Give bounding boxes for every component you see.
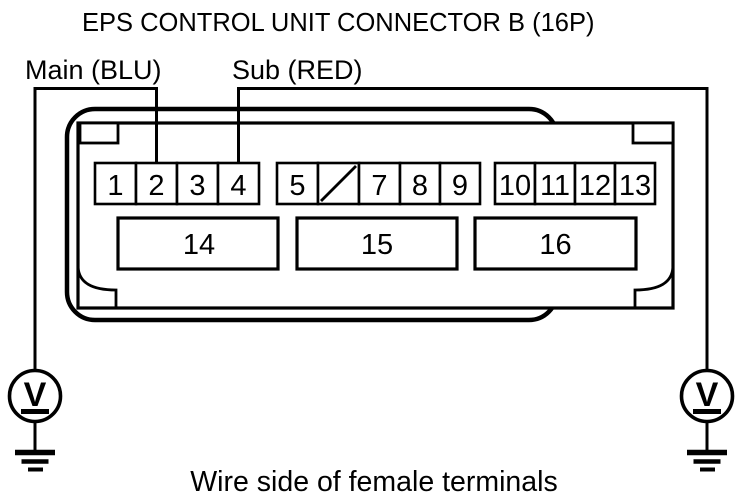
terminal-row: 14 15 16 xyxy=(116,216,638,271)
connector-housing xyxy=(76,121,675,310)
pin-cell-11 xyxy=(533,161,577,206)
pin-number-9: 9 xyxy=(452,170,468,202)
main-probe-label: Main (BLU) xyxy=(25,55,162,85)
right-ground-symbol xyxy=(687,421,727,472)
pin-group-3: 10 11 12 13 xyxy=(493,161,657,206)
left-voltmeter: V xyxy=(7,368,63,424)
sub-probe-label: Sub (RED) xyxy=(232,55,363,85)
top-left-notch xyxy=(78,121,120,145)
terminal-cell-14 xyxy=(116,216,280,271)
right-voltmeter: V xyxy=(679,368,735,424)
pin-group-1: 1 2 3 4 xyxy=(93,161,261,206)
pin-number-13: 13 xyxy=(619,170,651,202)
pin-number-12: 12 xyxy=(579,170,611,202)
pin-number-7: 7 xyxy=(371,170,387,202)
voltmeter-v-symbol: V xyxy=(696,376,719,414)
main-probe-wire xyxy=(33,87,158,371)
pin-number-8: 8 xyxy=(412,170,428,202)
pin-cell-7 xyxy=(357,161,402,206)
terminal-number-15: 15 xyxy=(361,229,393,261)
terminal-cell-16 xyxy=(473,216,638,271)
page-title: EPS CONTROL UNIT CONNECTOR B (16P) xyxy=(82,9,594,37)
caption: Wire side of female terminals xyxy=(190,466,557,498)
pin-cell-12 xyxy=(573,161,617,206)
pin-cell-5 xyxy=(275,161,320,206)
pin-number-10: 10 xyxy=(499,170,531,202)
pin-number-2: 2 xyxy=(148,170,164,202)
pin-number-5: 5 xyxy=(289,170,305,202)
terminal-cell-15 xyxy=(295,216,459,271)
pin-number-11: 11 xyxy=(540,170,570,202)
terminal-number-16: 16 xyxy=(539,229,571,261)
pin-cell-3 xyxy=(175,161,220,206)
pin-cell-9 xyxy=(438,161,482,206)
bottom-left-notch xyxy=(76,266,118,308)
terminal-number-14: 14 xyxy=(183,229,215,261)
voltmeter-v-symbol: V xyxy=(24,376,47,414)
pin-number-1: 1 xyxy=(107,170,123,202)
sub-probe-wire xyxy=(237,87,709,371)
left-ground-symbol xyxy=(15,421,55,472)
top-right-notch xyxy=(631,121,675,145)
pin-cell-13 xyxy=(613,161,657,206)
pin-group-2: 5 7 8 9 xyxy=(275,161,482,206)
missing-pin-slash-icon xyxy=(320,165,357,202)
pin-cell-10 xyxy=(493,161,537,206)
pin-number-4: 4 xyxy=(230,170,246,202)
bottom-right-notch xyxy=(633,266,675,308)
pin-number-3: 3 xyxy=(189,170,205,202)
